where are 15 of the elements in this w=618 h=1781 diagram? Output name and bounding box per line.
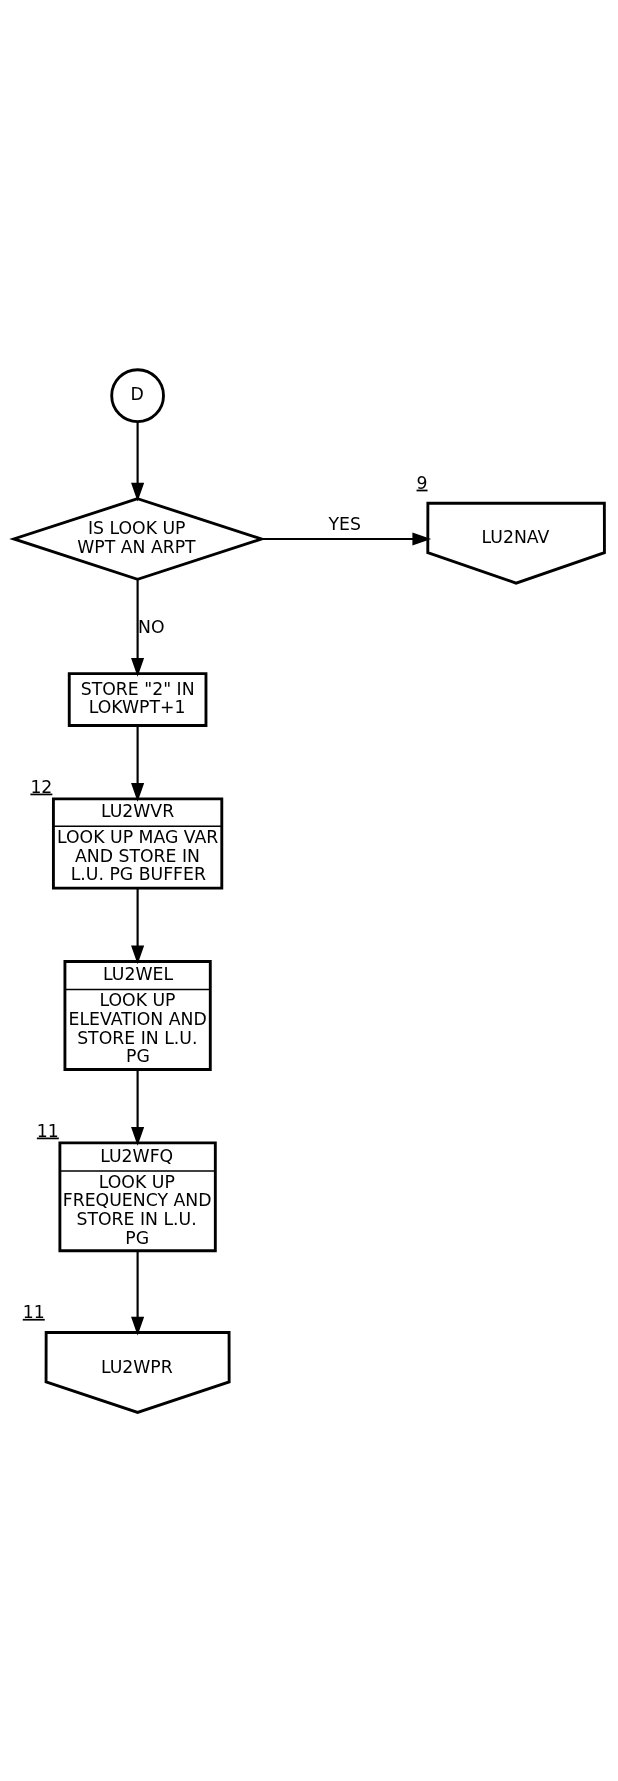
arrow	[261, 531, 432, 546]
edge-label: YES	[328, 513, 361, 534]
edge-label: NO	[138, 616, 165, 637]
node-box: STORE "2" IN LOKWPT+1	[67, 671, 208, 727]
arrow	[131, 888, 145, 964]
arrow	[131, 725, 145, 802]
node-label: 12	[30, 776, 53, 797]
arrow	[131, 421, 145, 502]
arrow	[131, 1250, 145, 1335]
arrow	[131, 578, 145, 677]
node-label: 9	[416, 472, 428, 493]
node-circle: D	[110, 367, 165, 423]
node-label: 11	[22, 1301, 45, 1322]
node-label: 11	[36, 1120, 59, 1141]
arrow	[131, 1069, 145, 1146]
